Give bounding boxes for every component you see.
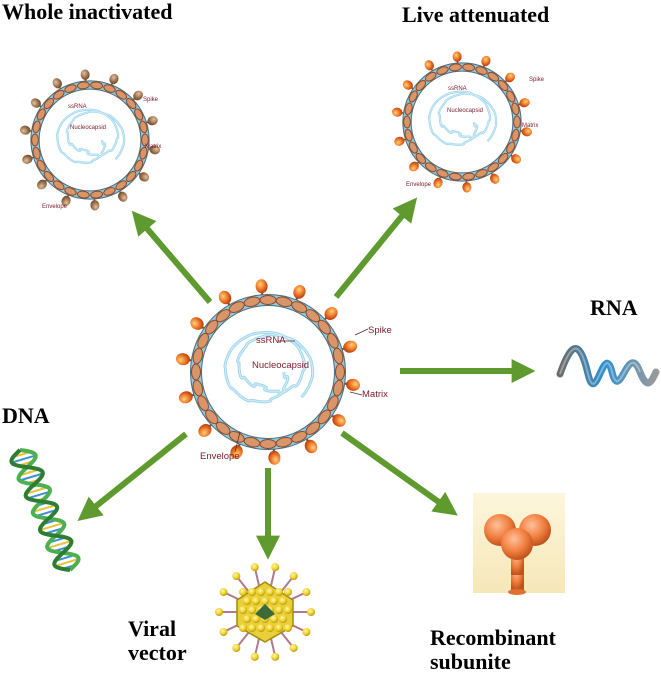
label-viral-vector-line2: vector	[128, 640, 187, 665]
arrow-to-live-attenuated	[333, 197, 418, 299]
svg-text:Nucleocapsid: Nucleocapsid	[447, 108, 483, 114]
arrows	[77, 197, 536, 560]
arrow-to-recombinant	[340, 430, 458, 516]
svg-text:ssRNA: ssRNA	[68, 104, 87, 110]
label-spike: Spike	[368, 325, 392, 336]
svg-text:ssRNA: ssRNA	[448, 86, 467, 92]
label-recombinant-subunite: Recombinant subunite	[430, 626, 556, 674]
label-rna: RNA	[590, 295, 638, 320]
svg-text:Spike: Spike	[143, 97, 159, 103]
label-viral-vector-line1: Viral	[128, 616, 177, 641]
label-dna: DNA	[2, 403, 50, 428]
label-ssrna: ssRNA	[256, 335, 286, 346]
label-matrix: Matrix	[362, 389, 388, 400]
label-whole-inactivated: Whole inactivated	[2, 0, 173, 24]
label-nucleocapsid: Nucleocapsid	[252, 360, 309, 371]
svg-text:Envelope: Envelope	[406, 182, 432, 188]
label-viral-vector: Viral vector	[128, 617, 187, 665]
rna-icon	[556, 345, 660, 388]
central-virus-labels: Spike ssRNA Nucleocapsid Matrix Envelope	[200, 325, 392, 462]
whole-virus-labels: Spike ssRNA Nucleocapsid Matrix Envelope	[42, 97, 161, 210]
svg-text:Nucleocapsid: Nucleocapsid	[70, 125, 106, 131]
label-recombinant-line1: Recombinant	[430, 625, 556, 650]
dna-helix-icon	[9, 448, 81, 572]
label-envelope: Envelope	[200, 451, 240, 462]
central-virus	[175, 279, 361, 465]
svg-text:Matrix: Matrix	[145, 144, 161, 150]
live-virus-labels: Spike ssRNA Nucleocapsid Matrix Envelope	[406, 77, 545, 188]
arrow-to-dna	[77, 431, 188, 522]
live-attenuated-virus	[392, 51, 532, 193]
arrow-to-whole-inactivated	[131, 210, 213, 304]
label-recombinant-line2: subunite	[430, 649, 511, 674]
svg-text:Matrix: Matrix	[522, 123, 538, 129]
svg-text:Envelope: Envelope	[42, 204, 68, 210]
svg-text:Spike: Spike	[529, 77, 545, 83]
viral-vector-icon	[215, 563, 315, 661]
whole-inactivated-virus	[20, 69, 160, 211]
label-live-attenuated: Live attenuated	[402, 2, 550, 27]
recombinant-subunit-icon	[473, 493, 565, 595]
